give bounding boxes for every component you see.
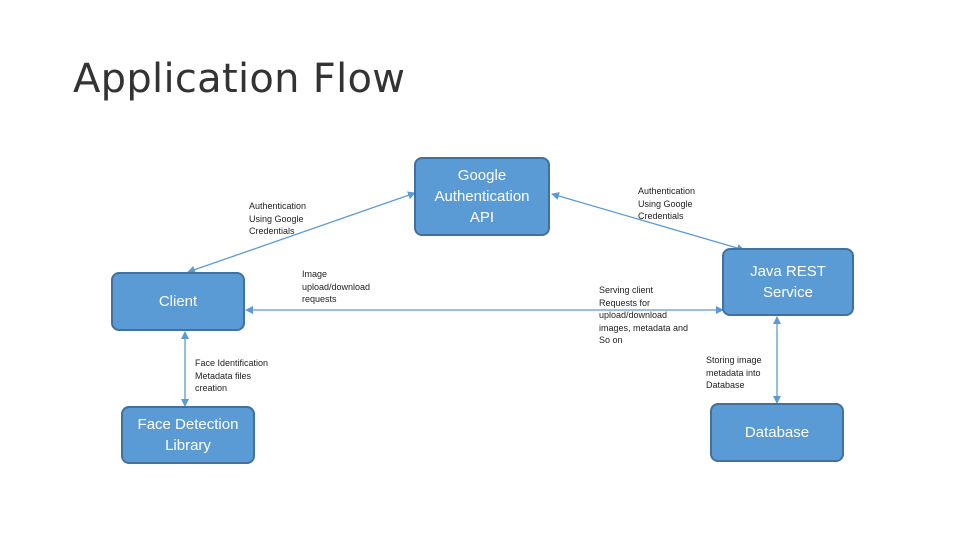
label-face-metadata: Face Identification Metadata files creat… [195, 358, 269, 393]
label-google-java-auth: Authentication Using Google Credentials [638, 186, 696, 221]
label-db-storing: Storing image metadata into Database [706, 355, 762, 390]
label-serving-requests: Serving client Requests for upload/downl… [599, 285, 689, 345]
node-database: Database [710, 403, 844, 462]
connector-client-google [187, 191, 416, 274]
slide-title: Application Flow [73, 56, 406, 102]
node-face-detection-library: Face Detection Library [121, 406, 255, 464]
label-client-google-auth: Authentication Using Google Credentials [249, 201, 307, 236]
connector-google-java [551, 192, 745, 252]
node-client: Client [111, 272, 245, 331]
node-google-auth-api: Google Authentication API [414, 157, 550, 236]
label-image-requests: Image upload/download requests [302, 269, 371, 304]
node-java-rest-service: Java REST Service [722, 248, 854, 316]
